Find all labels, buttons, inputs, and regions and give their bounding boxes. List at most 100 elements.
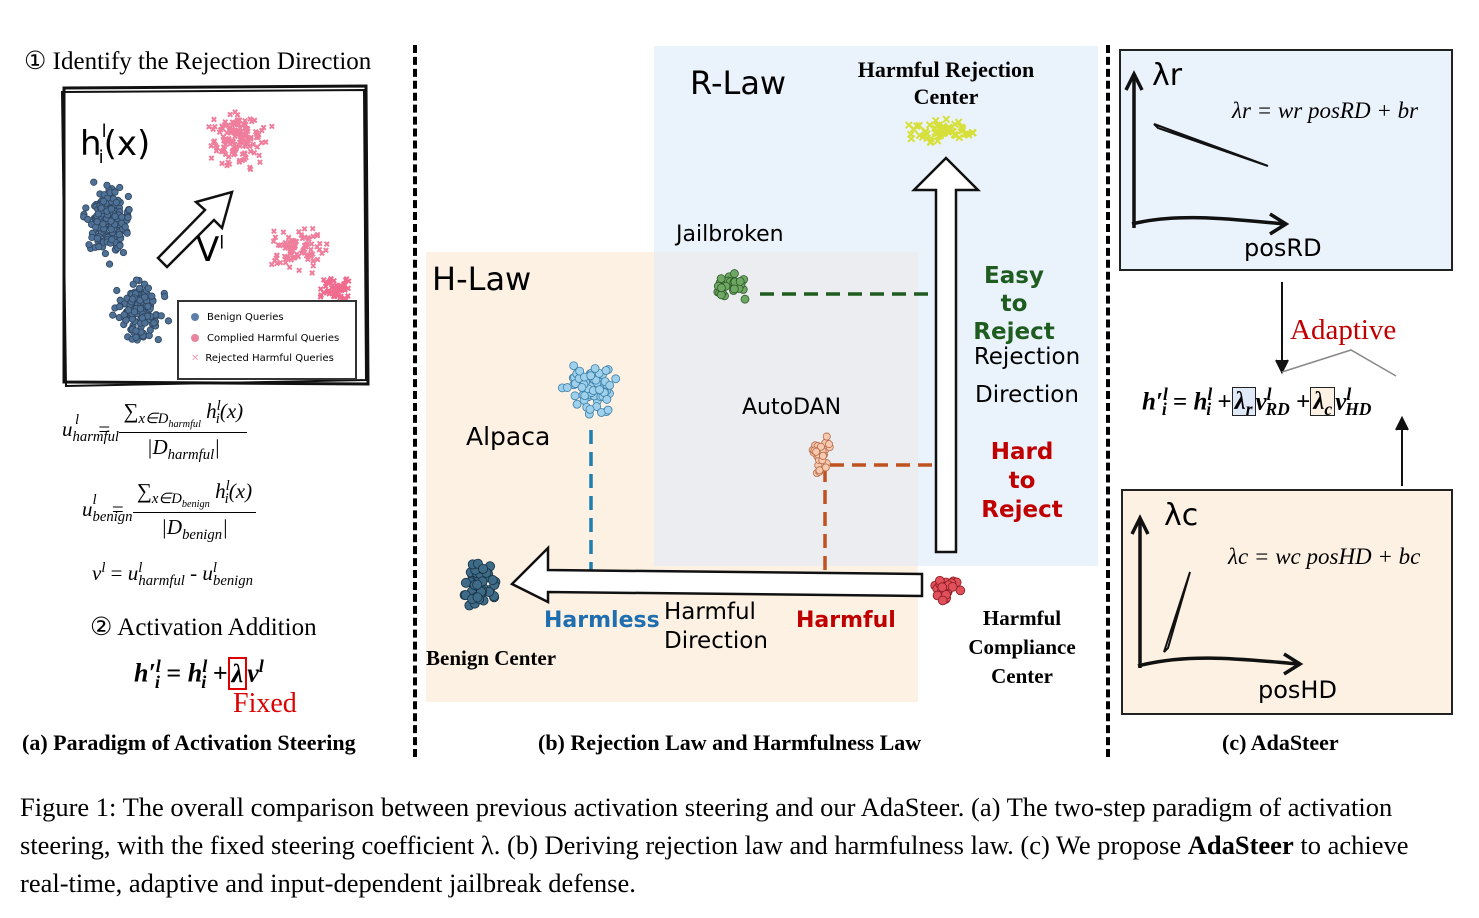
rejected-point [324,288,331,295]
tsne-legend: Benign Queries Complied Harmful Queries … [177,300,357,380]
alpaca-point [577,383,587,392]
rejected-point [246,164,253,171]
harmful-rejection-center-label: Harmful Rejection Center [857,57,1035,109]
rejected-point [340,280,347,287]
rejected-point [282,259,289,266]
eq-v: vl = ulharmful - ulbenign [92,560,253,590]
jailbroken-point [729,284,739,294]
rejected-point [221,121,228,128]
rejected-point [310,258,317,264]
benign-point [144,284,152,292]
rejected-point [296,267,303,274]
rejected-point [285,234,292,241]
alpaca-point [585,404,595,414]
benign-point [136,305,145,313]
rejection-center-point [912,122,921,130]
rejected-point [222,141,229,148]
rejected-point [220,133,227,140]
rejected-point [206,123,212,130]
benign-point [97,204,105,212]
rejected-point [245,137,252,144]
rejected-point [236,159,243,165]
benign-point [119,248,128,257]
rejected-point [244,125,251,132]
rejected-point [284,242,291,249]
benign-point [138,314,146,322]
alpaca-point [603,405,613,415]
rejected-point [320,289,327,296]
rejected-point [286,264,293,271]
rejected-point [256,152,263,159]
rejection-center-point [921,128,930,137]
rejected-point [229,138,236,145]
rejected-point [271,228,277,235]
benign-point [82,204,90,212]
rejection-center-point [940,127,949,136]
benign-point [123,229,131,237]
rejected-point [307,246,314,253]
rejected-point [227,111,234,118]
benign-point [115,230,123,239]
compliance-center-point [947,582,958,592]
rejection-law-box [1119,49,1453,271]
benign-point [107,205,116,213]
benign-point [129,295,137,303]
rejected-point [232,150,238,157]
benign-point [124,192,132,201]
rejected-point [309,270,316,276]
h-law-title: H-Law [432,260,532,298]
alpaca-point [611,374,621,384]
rejection-center-point [954,118,963,127]
rejected-point [230,128,236,135]
rejection-center-point [907,134,916,143]
rejected-point [242,117,248,124]
rejected-point [337,293,344,300]
benign-point [107,225,115,233]
benign-point [132,327,140,335]
rejected-point [314,256,321,263]
rejected-point [257,159,263,166]
benign-point [125,306,133,314]
rejected-point [316,240,323,247]
benign-point [84,215,92,223]
alpaca-point [572,399,582,409]
divider-left [413,45,417,757]
rejected-point [213,147,220,154]
rejected-point [320,276,327,283]
eq-u-benign: ubenignl = ∑x∈Dbenign hli(x) |Dbenign| [82,478,257,544]
rejected-point [289,254,296,261]
jailbroken-point [717,283,726,293]
benign-point [94,210,102,218]
rejected-point [240,121,247,128]
benign-point [93,218,101,226]
alpaca-point [586,371,596,381]
benign-point [144,302,152,311]
benign-center-point [487,575,498,586]
panel-b-label: (b) Rejection Law and Harmfulness Law [538,730,922,755]
rejected-point [211,116,217,123]
jailbroken-point [735,277,745,286]
rejected-point [281,241,287,248]
rejected-point [323,241,330,247]
rejected-point [226,161,233,168]
rejected-point [332,285,339,292]
rejected-point [271,257,278,264]
benign-point [157,312,165,320]
rejected-point [247,148,254,155]
benign-point [85,241,93,249]
rejection-center-point [925,121,934,129]
autodan-point [815,466,824,475]
benign-point [95,243,103,251]
rejected-point [239,137,246,144]
rejected-point [303,243,309,250]
rejected-point [309,225,316,232]
rejected-point [224,129,230,136]
benign-point [150,319,158,327]
benign-center-point [478,563,489,574]
rejected-point [237,143,243,150]
alpaca-point [575,366,585,376]
rejected-point [211,123,218,130]
alpaca-point [602,395,612,404]
